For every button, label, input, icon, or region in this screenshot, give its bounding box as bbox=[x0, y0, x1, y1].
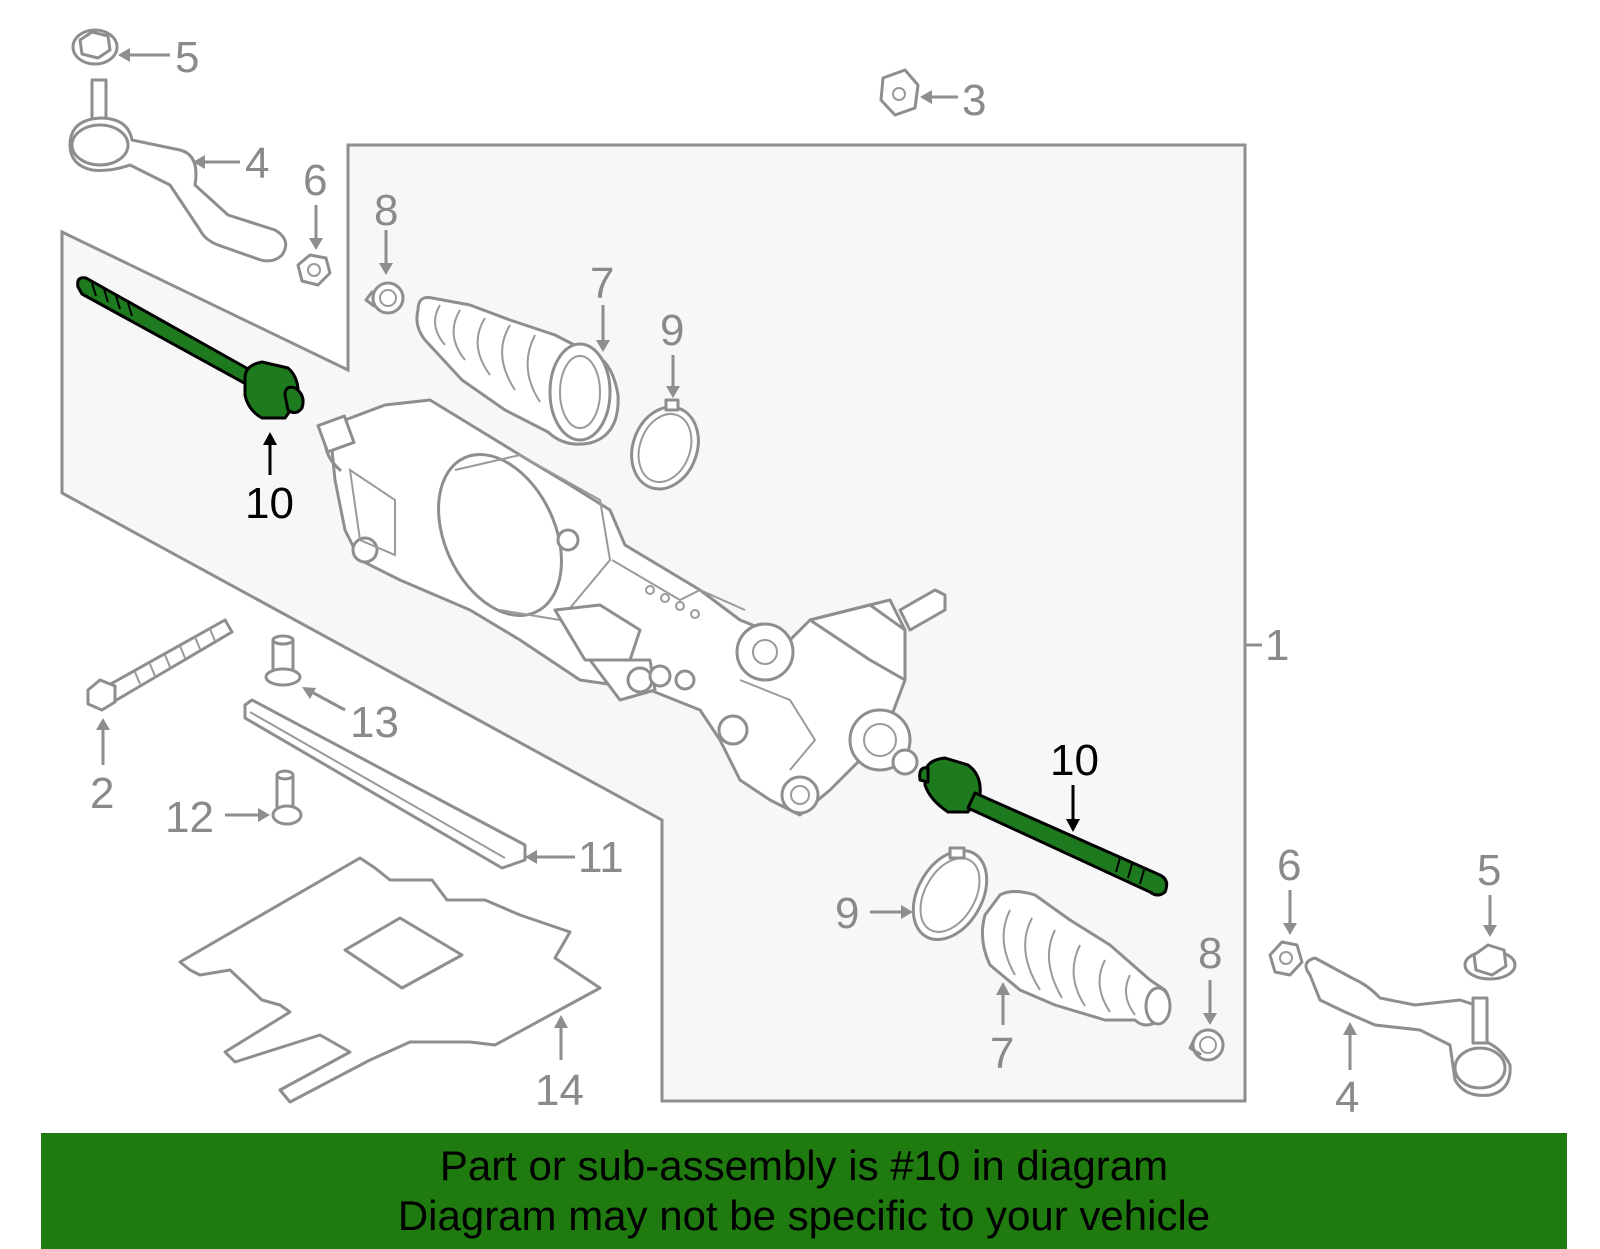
callout-6-right: 6 bbox=[1277, 841, 1301, 890]
callout-1: 1 bbox=[1265, 621, 1289, 670]
caption-banner: Part or sub-assembly is #10 in diagram D… bbox=[41, 1133, 1567, 1249]
caption-line-1: Part or sub-assembly is #10 in diagram bbox=[439, 1142, 1169, 1189]
callout-5-right: 5 bbox=[1477, 846, 1501, 895]
nut-5-left bbox=[71, 28, 170, 66]
boot-7-left bbox=[415, 296, 620, 446]
callout-2: 2 bbox=[90, 769, 114, 818]
callout-10-left: 10 bbox=[245, 479, 294, 528]
clamp-8-left bbox=[364, 230, 405, 315]
clamp-8-right bbox=[1188, 980, 1225, 1062]
callout-13: 13 bbox=[350, 698, 399, 747]
callout-9-left: 9 bbox=[660, 306, 684, 355]
inner-tie-rod-10-right bbox=[918, 756, 1169, 897]
ring-9-left bbox=[630, 355, 700, 491]
bolt-2 bbox=[86, 618, 234, 765]
nut-6-right bbox=[1268, 890, 1304, 977]
ring-9-right bbox=[870, 846, 989, 942]
callout-10-right: 10 bbox=[1050, 736, 1099, 785]
nut-3 bbox=[879, 68, 958, 117]
inner-tie-rod-10-left bbox=[76, 276, 305, 475]
bolt-13 bbox=[264, 634, 346, 712]
callout-6-left: 6 bbox=[303, 156, 327, 205]
nut-5-right bbox=[1463, 895, 1517, 981]
callout-9-right: 9 bbox=[835, 889, 859, 938]
callout-3: 3 bbox=[962, 76, 986, 125]
callout-7-right: 7 bbox=[990, 1029, 1014, 1078]
caption-line-2: Diagram may not be specific to your vehi… bbox=[397, 1192, 1211, 1239]
callout-4-right: 4 bbox=[1335, 1073, 1359, 1122]
shield-plate-14 bbox=[178, 856, 602, 1104]
tie-rod-end-4-left bbox=[68, 78, 288, 263]
boot-7-right bbox=[980, 890, 1172, 1027]
callout-5-left: 5 bbox=[175, 33, 199, 82]
callout-8-left: 8 bbox=[374, 186, 398, 235]
bolt-12 bbox=[225, 769, 303, 826]
callout-8-right: 8 bbox=[1198, 929, 1222, 978]
nut-6-left bbox=[296, 205, 332, 287]
callout-7-left: 7 bbox=[590, 259, 614, 308]
seal-strip-11 bbox=[243, 698, 575, 870]
callout-14: 14 bbox=[535, 1066, 584, 1115]
callout-4-left: 4 bbox=[245, 139, 269, 188]
tie-rod-end-4-right bbox=[1304, 956, 1512, 1097]
callout-12: 12 bbox=[165, 793, 214, 842]
steering-rack-housing bbox=[316, 398, 947, 817]
callout-11: 11 bbox=[578, 833, 624, 882]
